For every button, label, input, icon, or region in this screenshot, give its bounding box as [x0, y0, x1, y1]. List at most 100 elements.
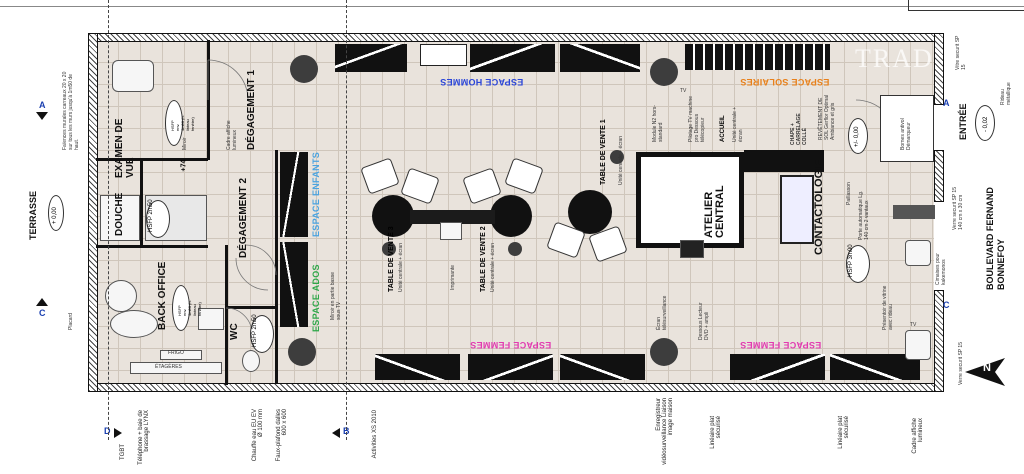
note-verre-sp15: Verre securit SP 15	[958, 342, 964, 385]
bottom-label-cadre: Cadre affiche lumineux	[912, 418, 924, 454]
bottom-label-faux-plafond: Faux-plafond dalles 600 x 600	[276, 409, 288, 462]
zone-hommes-label: ESPACE HOMMES	[440, 77, 524, 87]
note-accueil: ACCUEIL	[720, 115, 726, 142]
table3-title-text: TABLE DE VENTE 3	[388, 226, 395, 292]
room-contactologie-label: CONTACTOLOGIE	[813, 159, 825, 255]
hsfp-wc: HSFP 2m50	[250, 314, 274, 353]
note-miroir: Miroir	[182, 137, 188, 151]
wall-right-top	[934, 33, 944, 105]
level-entree: +/- 0,00	[848, 118, 868, 154]
atelier-block	[636, 152, 744, 248]
pillar-bot-mid	[650, 338, 678, 366]
marker-a-left: A	[39, 100, 46, 110]
table-1-round	[568, 190, 612, 234]
note-accueil-sub: Unité centrale + écran	[732, 106, 744, 142]
note-cadre-affiche-top: Cadre affiche lumineux	[226, 120, 238, 150]
section-line-d	[108, 0, 109, 440]
wc-toilet	[242, 350, 260, 372]
bottom-label-activities: Activities XS 2010	[372, 410, 378, 459]
marker-d-triangle	[114, 428, 122, 438]
examen-equipment	[112, 60, 154, 92]
display-bot-1	[375, 354, 460, 380]
marker-a-left-triangle	[36, 112, 48, 120]
display-top-4	[560, 44, 640, 72]
room-boulevard-label: BOULEVARD FERNAND BONNEFOY	[985, 187, 1006, 290]
level-terrasse: + 0,00	[48, 195, 64, 231]
imprimante-label: Imprimante	[450, 264, 456, 290]
note-etageres: ÉTAGÈRES	[155, 364, 182, 370]
table1-title: TABLE DE VENTE 1	[600, 119, 608, 185]
note-miroir-ados: Miroir en partie basse sous TV	[330, 271, 342, 320]
table-2a-round	[490, 195, 532, 237]
note-revetement: REVÊTEMENT DE SOL Gerflor Optimal Ambian…	[818, 94, 836, 140]
marker-b-triangle	[332, 428, 340, 438]
section-line-b	[346, 0, 347, 440]
douche-tray	[100, 195, 140, 241]
display-bot-3	[560, 354, 645, 380]
pillar-top-left	[290, 55, 318, 83]
note-vitrine: Présentoir de vitrine avec rideau	[882, 285, 894, 330]
note-module-n2: Module N2 hors-standard	[652, 105, 664, 142]
bottom-label-lineaire-1: Linéaire plat sécurisé	[710, 416, 722, 449]
partition-back-right	[225, 245, 228, 385]
marker-c-right: C	[943, 300, 950, 310]
atelier-machine	[680, 240, 704, 258]
note-paillasson: Paillasson	[846, 182, 852, 205]
room-degagement1-label: DÉGAGEMENT 1	[246, 69, 257, 150]
pillar-table3-right	[508, 242, 522, 256]
display-bot-4	[730, 354, 825, 380]
partition-examen-bottom	[96, 158, 208, 161]
table-bar	[410, 210, 495, 224]
atelier-top-bar	[744, 150, 824, 172]
bottom-label-chauffe-eau: Chauffe eau EU EV Ø 100 mm	[252, 409, 264, 462]
partition-douche-bottom	[96, 245, 208, 248]
note-faience: Faïences murales carreaux 20 x 20 sur to…	[62, 71, 80, 150]
printer-box	[440, 222, 462, 240]
marker-d-bottom: D	[104, 426, 111, 436]
contacto-cabinet	[780, 175, 814, 244]
display-enfants	[280, 152, 308, 237]
pillar-table3-left	[382, 242, 396, 256]
table2-sub: Unité centrale + écran	[490, 242, 496, 292]
zone-ados-label: ESPACE ADOS	[311, 264, 321, 332]
note-verre-securit: Verre securit SP 15 140 cm x 30 cm	[952, 187, 964, 230]
display-ados	[280, 242, 308, 327]
marker-c-left: C	[39, 308, 46, 318]
bottom-label-lineaire-2: Linéaire plat sécurisé	[838, 416, 850, 449]
tv-label-top: TV	[680, 88, 687, 94]
display-top-5	[685, 44, 830, 70]
compass-arrow	[965, 358, 1005, 386]
display-bot-2	[468, 354, 553, 380]
wall-bottom	[88, 383, 944, 392]
sink-right-1	[905, 240, 931, 266]
note-chape: CHAPE + CARRELAGE COLLÉ	[790, 113, 808, 145]
room-douche-label: DOUCHE	[114, 192, 125, 236]
room-terrasse-label: TERRASSE	[28, 190, 38, 240]
table-3-round	[372, 195, 414, 237]
partition-deg-right	[275, 150, 278, 383]
room-back-office-label: BACK OFFICE	[157, 261, 168, 330]
marker-a-right: A	[943, 98, 950, 108]
table1-title-text: TABLE DE VENTE 1	[600, 119, 607, 185]
partition-wc-top	[225, 306, 277, 309]
zone-femmes-left-label: ESPACE FEMMES	[470, 340, 552, 350]
pillar-bot-left	[288, 338, 316, 366]
level-right-text: - 0,02	[983, 116, 990, 132]
back-office-chair	[105, 280, 137, 312]
note-bornes: Bornes antivol Démarqueur	[900, 118, 912, 150]
room-entree-label: ENTRÉE	[958, 103, 968, 140]
compass-arrow-icon	[965, 358, 1005, 386]
table3-sub: Unité centrale + écran	[398, 242, 404, 292]
note-cimaises: Cimaises pour kakemonos	[935, 253, 947, 285]
etageres-box	[130, 362, 222, 374]
contacto-floor-mark	[893, 205, 935, 219]
table2-title: TABLE DE VENTE 2	[480, 226, 487, 292]
hsfp-douche-text: HSFP 2m50	[147, 199, 154, 232]
note-pilotage-tv: Pilotage TV machine pro Dessous télécopi…	[688, 95, 706, 142]
wc-sink	[198, 308, 224, 330]
zone-femmes-right-label: ESPACE FEMMES	[740, 340, 822, 350]
level-terrasse-text: + 0,00	[51, 207, 58, 224]
display-top-2	[420, 44, 467, 66]
room-atelier-label: ATELIER CENTRAL	[703, 185, 726, 238]
bottom-label-enregistreur: Enregistreur vidéosurveillance Liaison i…	[656, 398, 674, 465]
